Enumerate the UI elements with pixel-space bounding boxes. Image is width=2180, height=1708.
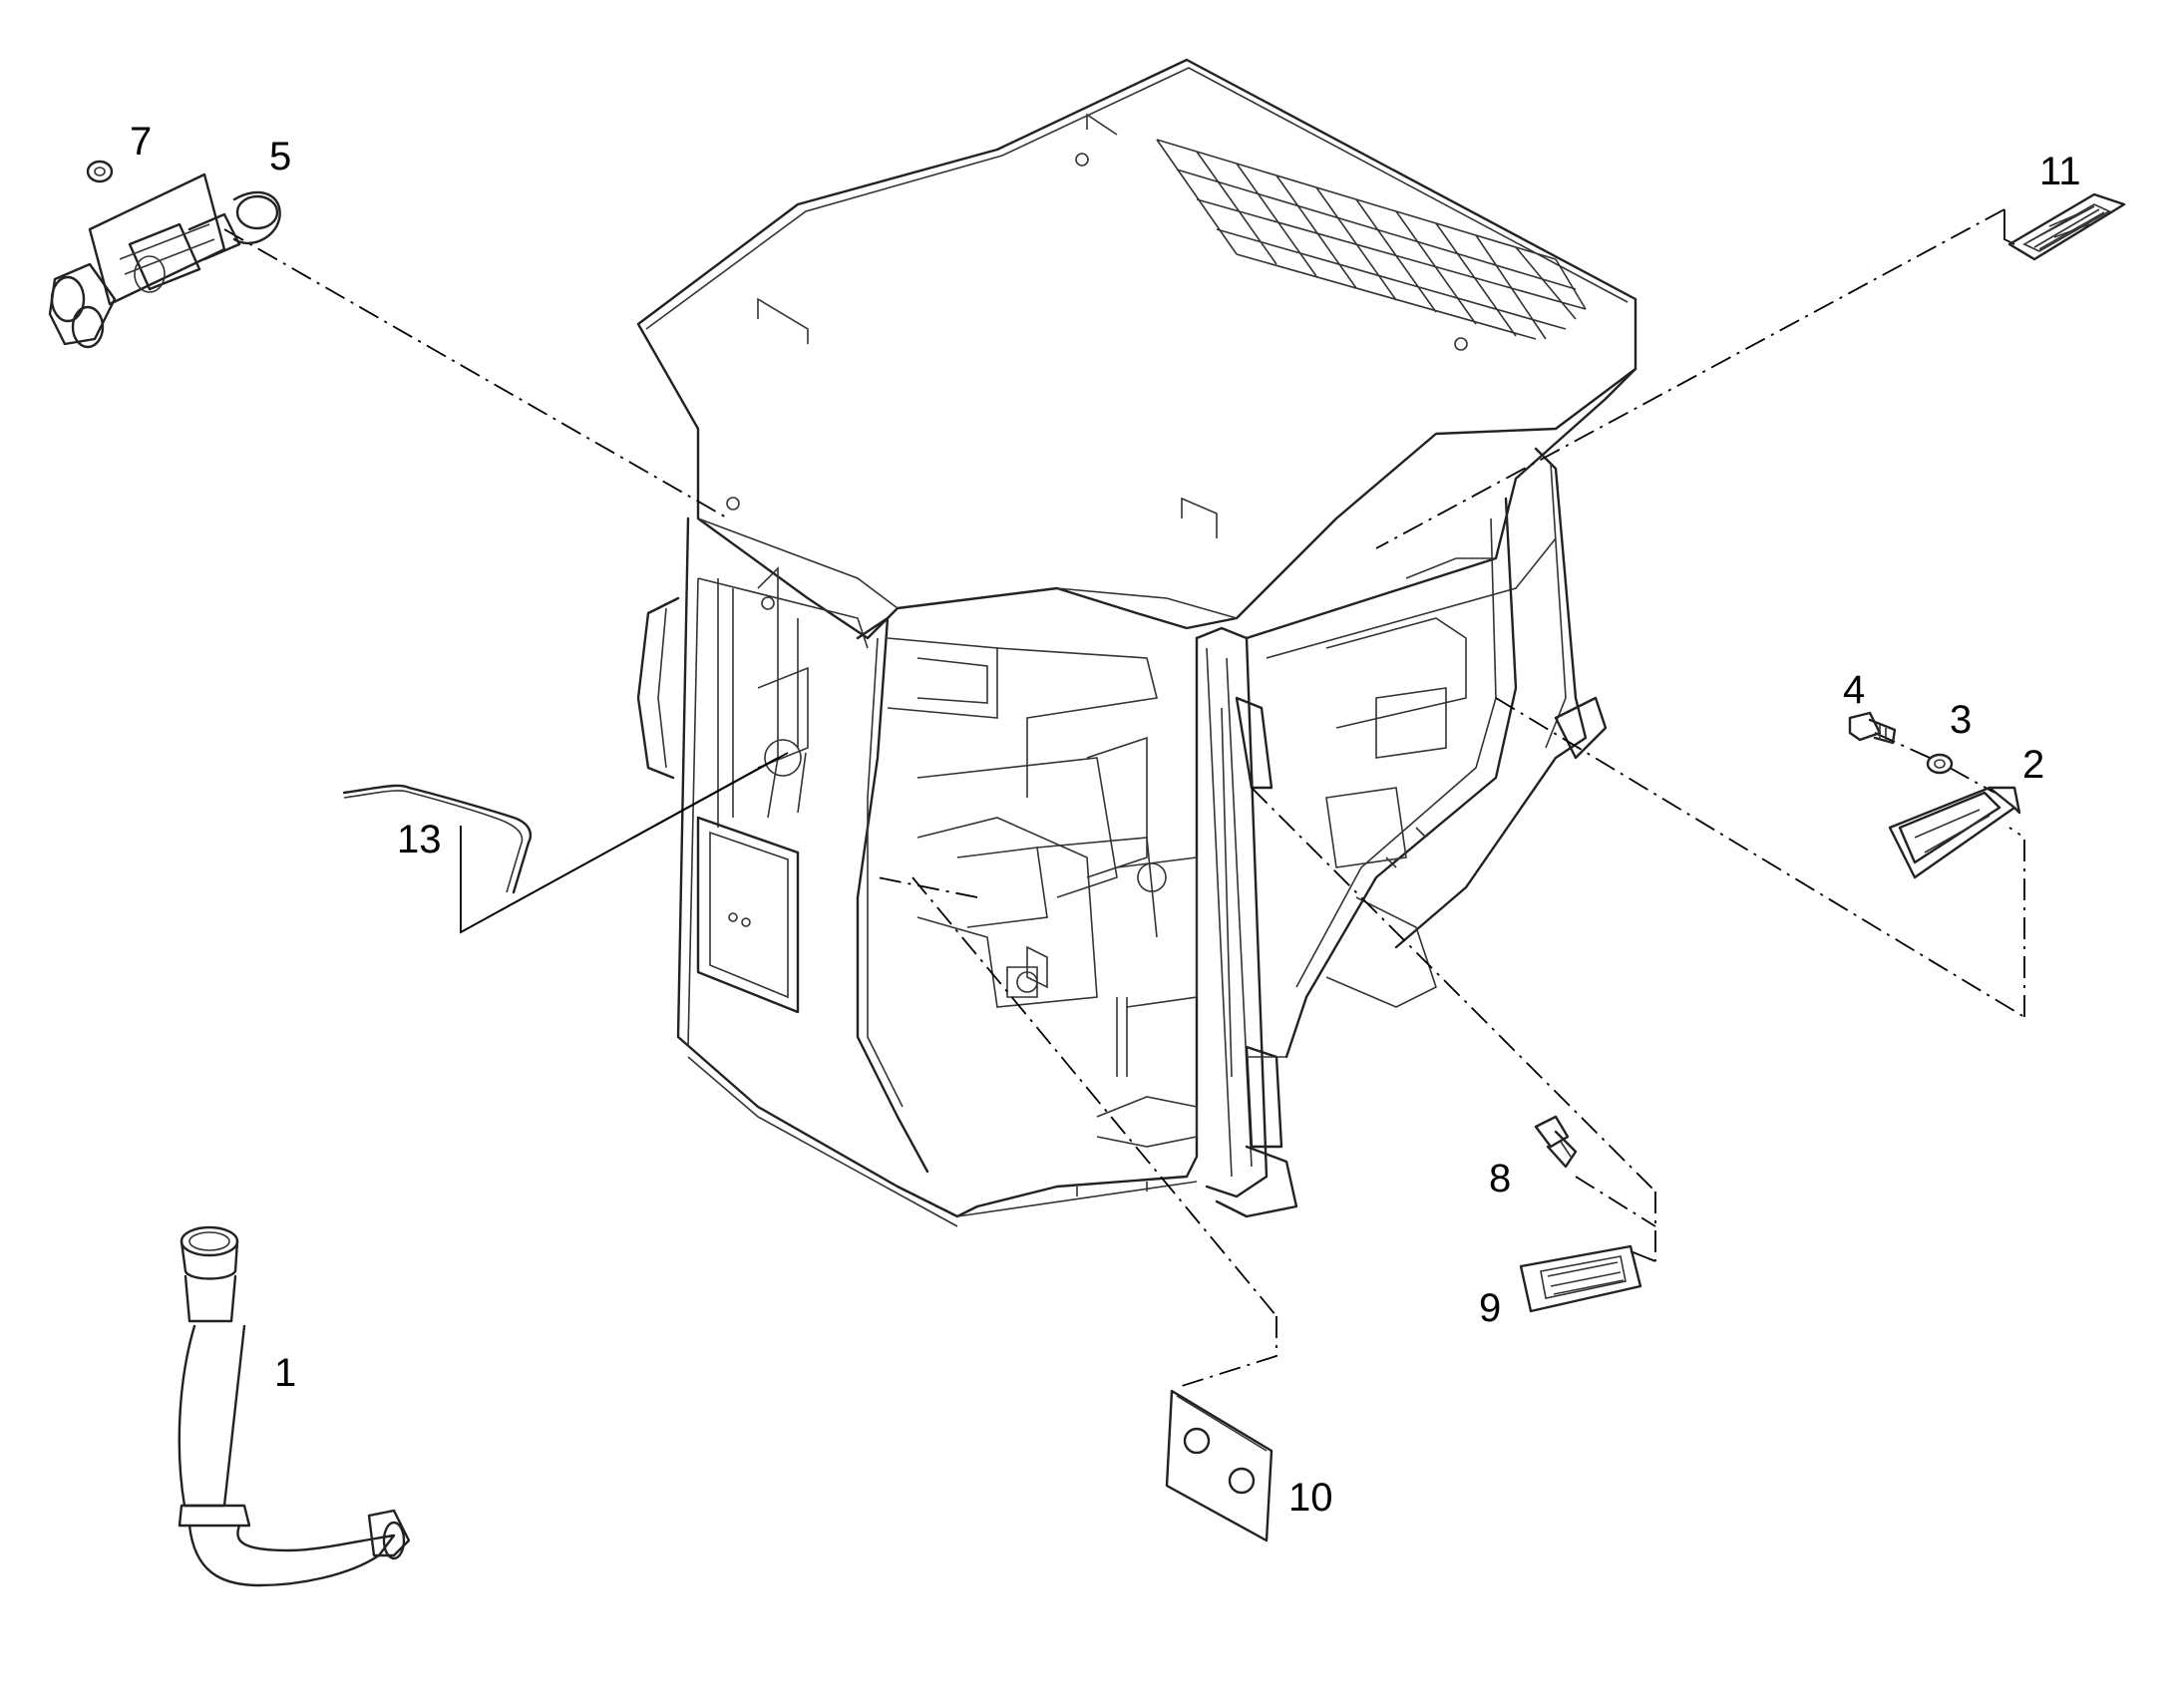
part-11-vent-grille bbox=[2007, 192, 2126, 261]
callout-10: 10 bbox=[1288, 1476, 1333, 1520]
callout-8: 8 bbox=[1489, 1157, 1511, 1200]
callout-5: 5 bbox=[269, 135, 291, 178]
part-9-plate bbox=[1519, 1244, 1642, 1313]
part-5-air-filter bbox=[48, 172, 281, 349]
callout-13: 13 bbox=[397, 818, 442, 861]
leader-lines bbox=[223, 208, 2025, 1387]
part-7-washer bbox=[86, 160, 114, 183]
roof-vent-grid bbox=[1156, 139, 1587, 340]
callout-1: 1 bbox=[274, 1351, 296, 1395]
callout-4: 4 bbox=[1843, 668, 1865, 712]
part-13-rod bbox=[342, 784, 533, 894]
callout-9: 9 bbox=[1479, 1286, 1501, 1330]
callout-labels: 7 5 11 4 3 2 13 8 9 1 10 bbox=[130, 120, 2081, 1520]
part-3-washer bbox=[1926, 753, 1954, 775]
callout-7: 7 bbox=[130, 120, 152, 164]
callout-2: 2 bbox=[2022, 743, 2044, 787]
part-10-cover-plate bbox=[1165, 1389, 1273, 1542]
part-1-filler-pipe bbox=[178, 1225, 411, 1587]
callout-11: 11 bbox=[2039, 150, 2081, 193]
callout-3: 3 bbox=[1950, 698, 1972, 742]
part-2-handle bbox=[1888, 786, 2021, 879]
cab-assembly bbox=[636, 58, 1637, 1227]
part-4-bolt bbox=[1848, 711, 1897, 745]
part-8-bolt bbox=[1534, 1115, 1578, 1169]
